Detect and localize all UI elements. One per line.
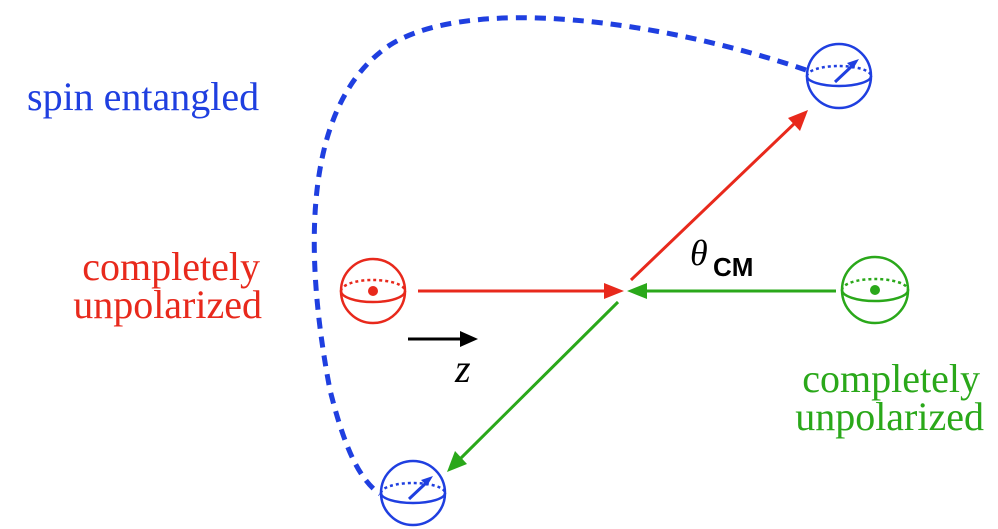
right-label-line2: unpolarized bbox=[795, 394, 984, 439]
unpolarized-sphere-icon bbox=[840, 255, 910, 325]
entanglement-curve bbox=[311, 15, 807, 497]
outgoing-arrow-bottom bbox=[447, 300, 620, 472]
spin-sphere-icon bbox=[379, 459, 447, 527]
z-axis-label: z bbox=[454, 346, 471, 391]
incoming-arrow-left bbox=[418, 283, 624, 299]
left-label-line1: completely bbox=[82, 244, 260, 289]
incoming-arrow-right bbox=[627, 283, 836, 299]
left-label-line2: unpolarized bbox=[73, 282, 262, 327]
right-label-line1: completely bbox=[802, 356, 980, 401]
theta-cm-label: θ bbox=[690, 233, 708, 273]
spin-entangled-label: spin entangled bbox=[27, 74, 259, 119]
z-axis-arrow bbox=[408, 331, 478, 347]
theta-subscript: CM bbox=[713, 252, 753, 282]
theta-symbol: θ bbox=[690, 233, 708, 273]
outgoing-arrow-top bbox=[629, 110, 808, 282]
unpolarized-sphere-icon bbox=[339, 257, 407, 325]
spin-sphere-icon bbox=[805, 42, 873, 110]
